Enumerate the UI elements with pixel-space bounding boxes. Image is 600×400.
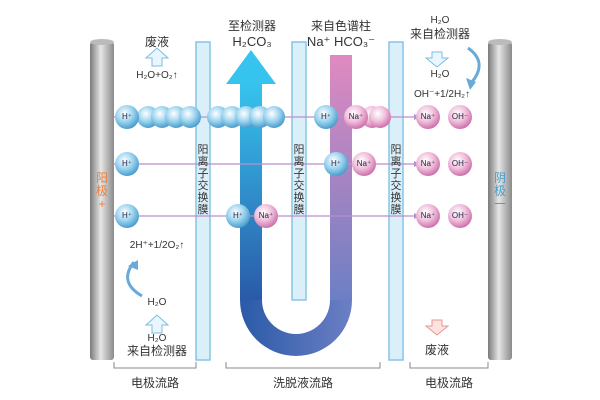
membrane-3 (388, 41, 404, 361)
footer-brackets (113, 362, 489, 369)
cathode-electrode (488, 42, 512, 360)
cathode-label: 阴极一 (493, 171, 506, 211)
ion-label: Na⁺ (348, 112, 364, 121)
ion-label: H⁺ (331, 159, 341, 168)
h-ion-r2-mid (324, 152, 348, 176)
waste-label-bottom-right: 废液 (424, 343, 450, 357)
waste-up-arrow-left (144, 47, 170, 67)
oh-ion-r3-right (448, 204, 472, 228)
waste-label-top-left: 废液 (144, 35, 170, 49)
h-ion-r3-left (115, 204, 139, 228)
to-detector-label: 至检测器 (227, 19, 277, 33)
na-ion-r2-mid (352, 152, 376, 176)
from-detector-top-right: 来自检测器 (409, 27, 471, 41)
h2o-top-right-2: H₂O (430, 69, 450, 80)
membrane-2-label: 阳离子交换膜 (293, 144, 305, 216)
membrane-1-label: 阳离子交换膜 (197, 144, 209, 216)
ion-label: Na⁺ (356, 159, 372, 168)
oh-ion-r1-right (448, 105, 472, 129)
na-ion-r3-mid (254, 204, 278, 228)
inlet-up-arrow-left (144, 314, 170, 334)
na-ion-r1-right (416, 105, 440, 129)
ion-label: OH⁻ (451, 159, 469, 168)
ion-label: OH⁻ (451, 211, 469, 220)
na-ion-r2-right (416, 152, 440, 176)
waste-down-arrow-right (424, 319, 450, 336)
anode-label: 阳极+ (95, 171, 108, 211)
membrane-3-label: 阳离子交换膜 (390, 144, 402, 216)
anode-bottom-reaction: 2H⁺+1/2O₂↑ (129, 240, 185, 251)
h2o-top-right: H₂O (430, 15, 450, 26)
ion-label: H⁺ (321, 112, 331, 121)
from-detector-bottom-left: 来自检测器 (126, 344, 188, 358)
na-ion-r3-right (416, 204, 440, 228)
ion-label: H⁺ (122, 112, 132, 121)
from-column-label: 来自色谱柱 (310, 19, 372, 33)
oh-ion-r2-right (448, 152, 472, 176)
h2co3-formula: H₂CO₃ (232, 34, 272, 49)
h-ion-r1-mid (314, 105, 338, 129)
ion-label: Na⁺ (420, 159, 436, 168)
ion-label: Na⁺ (420, 211, 436, 220)
h2o-bottom-left: H₂O (147, 297, 167, 308)
anode-top-reaction: H₂O+O₂↑ (136, 70, 178, 81)
h2o-bottom-left-2: H₂O (147, 333, 167, 344)
ion-label: OH⁻ (451, 112, 469, 121)
ion-label: H⁺ (122, 159, 132, 168)
ion-label: Na⁺ (420, 112, 436, 121)
ion-label: H⁺ (122, 211, 132, 220)
h-ion-r2-left (115, 152, 139, 176)
footer-middle-label: 洗脱液流路 (272, 376, 334, 390)
footer-left-label: 电极流路 (130, 376, 180, 390)
na-ion-r1-mid (344, 105, 368, 129)
h-ion-r1-left (115, 105, 139, 129)
h2o-down-arrow-right (424, 51, 450, 68)
ion-label: H⁺ (233, 211, 243, 220)
ion-label: Na⁺ (258, 211, 274, 220)
eluent-out-arrow (226, 50, 276, 84)
footer-right-label: 电极流路 (424, 376, 474, 390)
cathode-top-reaction: OH⁻+1/2H₂↑ (413, 89, 471, 100)
na-hco3-formula: Na⁺ HCO₃⁻ (306, 34, 376, 49)
curved-arrow-right (467, 46, 481, 83)
membrane-2 (291, 41, 307, 301)
h-ion-r3-mid (226, 204, 250, 228)
anode-electrode (90, 42, 114, 360)
